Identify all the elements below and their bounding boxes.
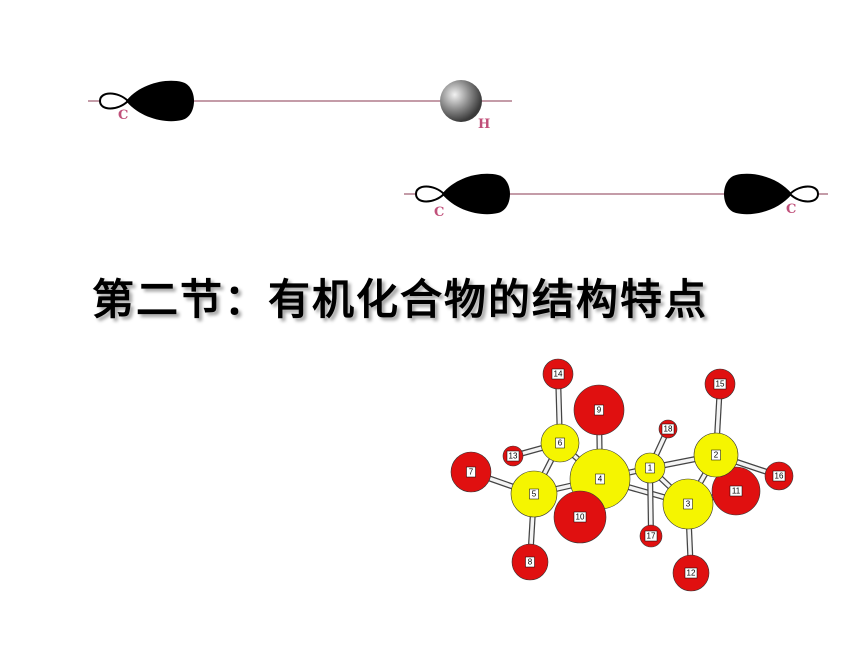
atom-number-label: 17 <box>647 532 656 541</box>
atom-number-label: 13 <box>509 452 518 461</box>
ch-left-atom-label: C <box>118 108 128 123</box>
carbon-orbital-lobe <box>126 80 194 122</box>
left-carbon-small-lobe <box>414 185 446 203</box>
atom-1: 1 <box>634 452 666 484</box>
right-carbon-small-lobe <box>788 185 820 203</box>
atom-number-label: 16 <box>775 472 784 481</box>
page-title: 第二节：有机化合物的结构特点 <box>92 275 709 324</box>
atom-8: 8 <box>511 543 549 581</box>
carbon-small-lobe <box>98 92 130 110</box>
atom-number-box <box>506 450 520 462</box>
right-carbon-orbital-lobe <box>724 173 792 215</box>
atom-12: 12 <box>672 554 710 592</box>
atom-number-label: 5 <box>532 490 537 499</box>
atom-number-box <box>594 404 604 416</box>
cyclohexane-model: 4 10 3 9 11 5 2 7 6 8 12 1 14 15 16 17 13 18 <box>450 358 794 592</box>
atom-11: 11 <box>711 466 761 516</box>
atom-number-box <box>466 466 476 478</box>
atom-16: 16 <box>764 461 794 491</box>
ch-bond-diagram: C H <box>88 80 512 132</box>
atom-number-label: 3 <box>686 500 691 509</box>
atom-14: 14 <box>542 358 574 390</box>
atom-15: 15 <box>704 368 736 400</box>
atom-17: 17 <box>639 524 663 548</box>
atom-3: 3 <box>662 478 714 530</box>
atom-number-label: 1 <box>648 464 653 473</box>
atom-number-box <box>711 449 721 461</box>
atom-18: 18 <box>658 419 678 439</box>
cc-bond-diagram: C C <box>404 173 828 220</box>
atom-number-box <box>525 556 535 568</box>
cc-left-atom-label: C <box>434 205 444 220</box>
atom-number-label: 7 <box>469 468 474 477</box>
atom-9: 9 <box>573 384 625 436</box>
atom-number-box <box>644 530 658 542</box>
atom-number-box <box>661 423 675 435</box>
atom-number-box <box>683 498 693 510</box>
atom-number-box <box>551 368 565 380</box>
atom-number-box <box>555 437 565 449</box>
atom-number-label: 18 <box>664 425 673 434</box>
atom-number-box <box>729 485 743 497</box>
atom-number-label: 10 <box>576 513 585 522</box>
atom-number-label: 14 <box>554 370 563 379</box>
atom-number-box <box>573 511 587 523</box>
atom-6: 6 <box>540 423 580 463</box>
atom-number-box <box>713 378 727 390</box>
atom-number-label: 15 <box>716 380 725 389</box>
atom-number-box <box>645 462 655 474</box>
atom-13: 13 <box>502 445 524 467</box>
atom-number-label: 8 <box>528 558 533 567</box>
atom-5: 5 <box>510 470 558 518</box>
atom-7: 7 <box>450 451 492 493</box>
hydrogen-s-orbital <box>440 80 482 122</box>
atom-number-box <box>595 473 605 485</box>
atom-number-box <box>772 470 786 482</box>
atom-number-label: 6 <box>558 439 563 448</box>
atom-number-box <box>529 488 539 500</box>
atom-number-box <box>684 567 698 579</box>
atom-10: 10 <box>553 490 607 544</box>
atom-number-label: 11 <box>732 487 741 496</box>
atom-2: 2 <box>693 432 739 478</box>
atom-number-label: 12 <box>687 569 696 578</box>
left-carbon-orbital-lobe <box>442 173 510 215</box>
atom-number-label: 9 <box>597 406 602 415</box>
cc-right-atom-label: C <box>786 202 796 217</box>
atom-number-label: 2 <box>714 451 719 460</box>
ch-right-atom-label: H <box>478 117 490 132</box>
atom-number-label: 4 <box>598 475 603 484</box>
